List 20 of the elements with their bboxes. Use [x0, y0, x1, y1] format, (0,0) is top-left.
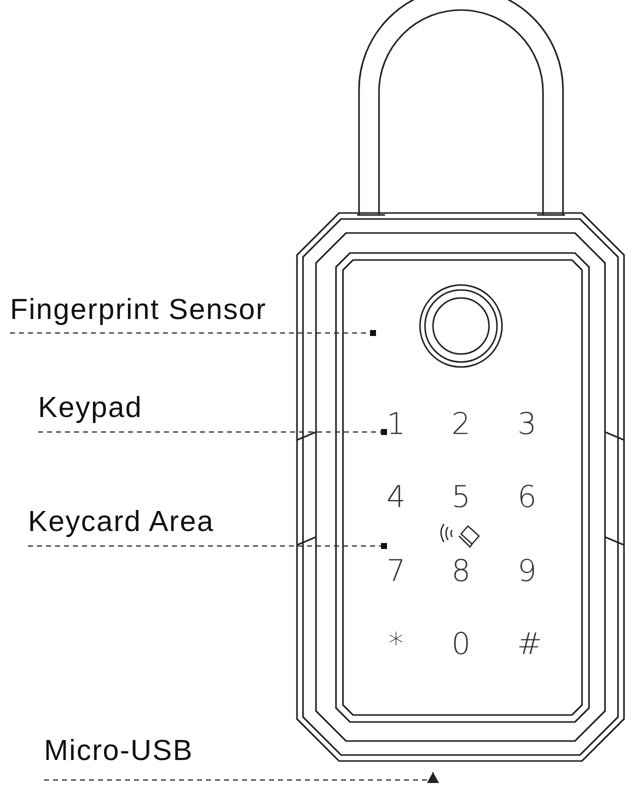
- callout-label: Keypad: [38, 390, 142, 426]
- callout-label: Micro-USB: [44, 733, 194, 769]
- key-label: 6: [517, 481, 537, 515]
- key-label: 1: [386, 408, 406, 442]
- key-label: 0: [451, 628, 471, 662]
- key-label: 8: [451, 555, 471, 589]
- key-label: *: [388, 628, 404, 662]
- key-label: 7: [386, 555, 406, 589]
- key-label: 2: [451, 408, 471, 442]
- callout-label: Fingerprint Sensor: [10, 292, 267, 328]
- fingerprint-sensor: [418, 283, 504, 369]
- leader-line: [44, 772, 439, 783]
- key-label: 9: [517, 555, 537, 589]
- leader-line: [10, 330, 376, 336]
- leader-line: [38, 429, 387, 435]
- key-label: 3: [517, 408, 537, 442]
- key-label: 5: [451, 481, 471, 515]
- leader-line: [28, 543, 387, 549]
- key-label: 4: [386, 481, 406, 515]
- callout-label: Keycard Area: [28, 504, 214, 540]
